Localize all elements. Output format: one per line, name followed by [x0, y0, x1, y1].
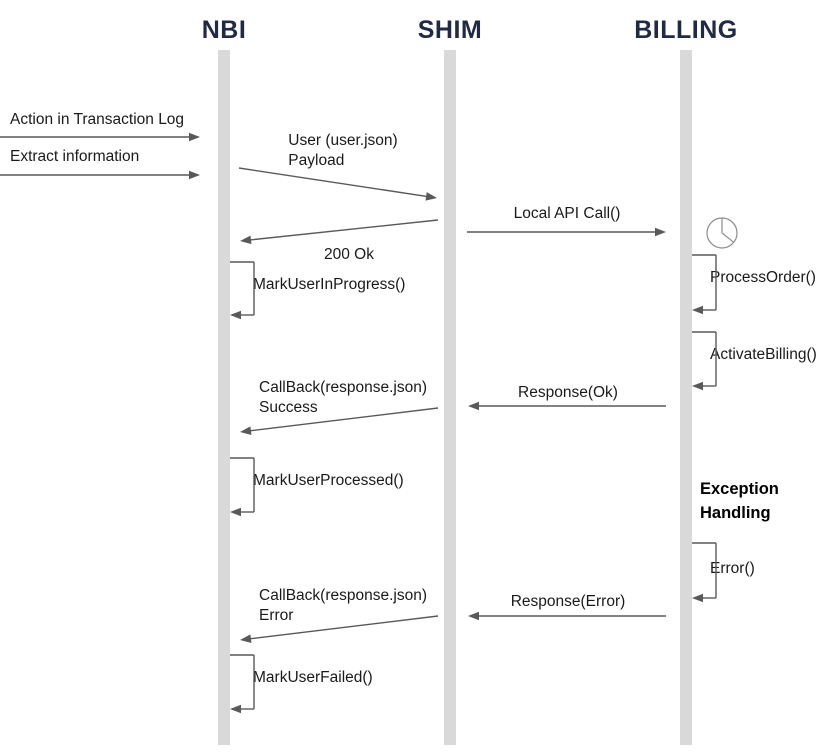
- actor-title-shim[interactable]: SHIM: [417, 16, 483, 44]
- message-label-line1-callback-success: CallBack(response.json): [259, 379, 427, 396]
- message-label-local-api-call: Local API Call(): [514, 204, 621, 224]
- lifeline-shim: [444, 50, 456, 745]
- message-label-line2-user-payload: Payload: [288, 152, 345, 169]
- actor-title-nbi[interactable]: NBI: [201, 16, 247, 44]
- self-call-label-error: Error(): [710, 560, 755, 577]
- message-label-line1-user-payload: User (user.json): [288, 132, 398, 149]
- clock-icon: [706, 217, 738, 249]
- message-label-response-error: Response(Error): [511, 592, 626, 612]
- self-call-label-mark-user-in-progress: MarkUserInProgress(): [253, 276, 406, 293]
- message-label-line1-200-ok: 200 Ok: [324, 246, 374, 263]
- message-label-line2-callback-error: Error: [259, 607, 294, 624]
- self-call-label-process-order: ProcessOrder(): [710, 269, 816, 286]
- self-call-label-activate-billing: ActivateBilling(): [710, 346, 817, 363]
- message-label-line1-callback-error: CallBack(response.json): [259, 587, 427, 604]
- message-label-callback-error: CallBack(response.json) Error: [259, 586, 427, 626]
- note-line1-exception-handling: Exception: [700, 480, 779, 498]
- message-label-line1-response-error: Response(Error): [510, 593, 626, 610]
- message-label-200-ok: 200 Ok: [324, 245, 374, 265]
- self-call-label-mark-user-processed: MarkUserProcessed(): [253, 472, 404, 489]
- external-message-label-extract-info: Extract information: [10, 148, 140, 165]
- message-label-callback-success: CallBack(response.json) Success: [259, 378, 427, 418]
- actor-title-billing[interactable]: BILLING: [634, 16, 738, 44]
- note-line2-exception-handling: Handling: [700, 504, 771, 522]
- message-label-line2-callback-success: Success: [259, 399, 318, 416]
- message-label-line1-response-ok: Response(Ok): [518, 384, 618, 401]
- message-label-user-payload: User (user.json) Payload: [288, 131, 397, 171]
- message-label-response-ok: Response(Ok): [518, 383, 618, 403]
- lifeline-billing: [680, 50, 692, 745]
- message-label-line1-local-api-call: Local API Call(): [513, 205, 621, 222]
- lifeline-nbi: [218, 50, 230, 745]
- self-call-label-mark-user-failed: MarkUserFailed(): [253, 669, 373, 686]
- external-message-label-action-log: Action in Transaction Log: [10, 111, 185, 128]
